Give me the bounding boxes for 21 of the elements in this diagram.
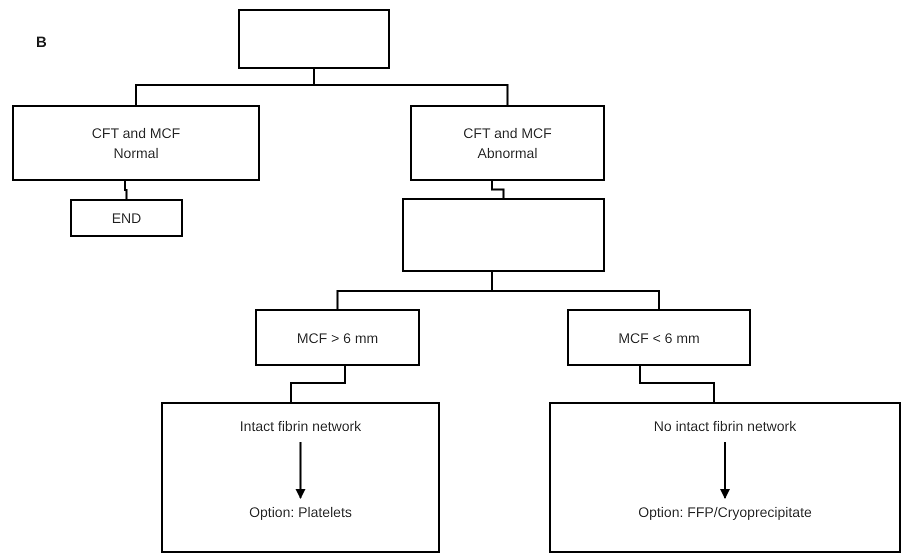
- process-box: [238, 9, 390, 69]
- process-box: MCF > 6 mm: [255, 309, 420, 366]
- process-box: CFT and MCF Abnormal: [410, 105, 605, 181]
- connector-line: [124, 181, 128, 199]
- group-box: [161, 402, 440, 553]
- connector-line: [491, 181, 504, 198]
- node-text: Option: FFP/Cryoprecipitate: [549, 500, 901, 524]
- arrow: [296, 442, 306, 499]
- connector-line: [290, 366, 346, 402]
- process-box: [402, 198, 605, 272]
- process-box: MCF < 6 mm: [567, 309, 751, 366]
- connector-line: [491, 272, 660, 309]
- node-text: No intact fibrin network: [549, 414, 901, 438]
- panel-label: B: [36, 33, 47, 53]
- process-box: END: [70, 199, 183, 237]
- node-text: Intact fibrin network: [161, 414, 440, 438]
- arrow: [720, 442, 730, 499]
- group-box: [549, 402, 901, 553]
- process-box: CFT and MCF Normal: [12, 105, 260, 181]
- node-text: Option: Platelets: [161, 500, 440, 524]
- connector-line: [639, 366, 715, 402]
